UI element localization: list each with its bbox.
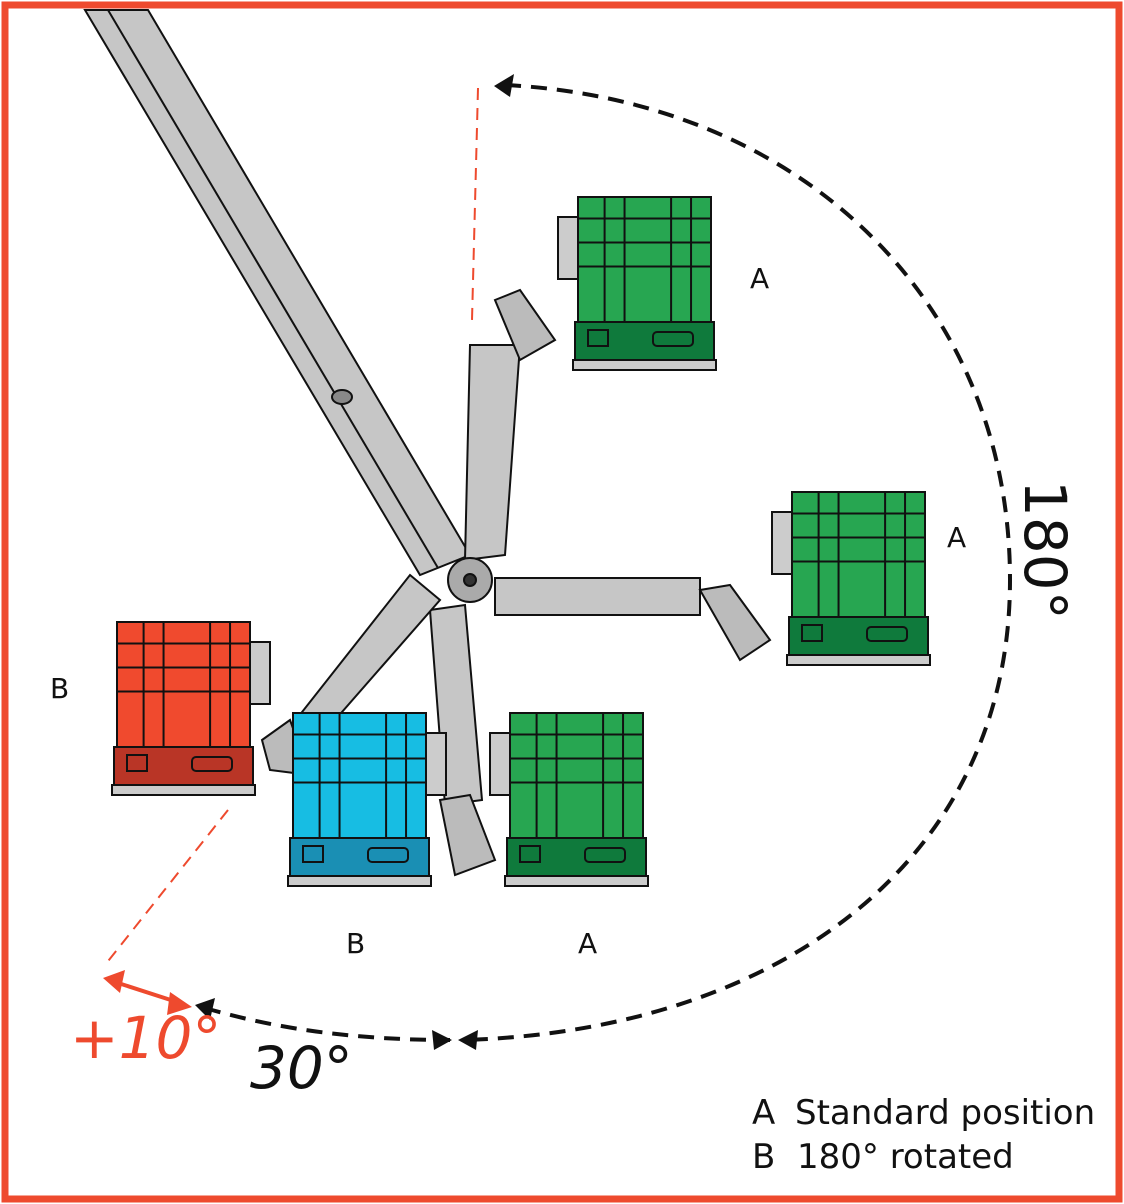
platform-b-left (111, 621, 271, 796)
label-a-top: A (750, 262, 769, 295)
label-b-bottom: B (346, 927, 365, 960)
main-boom (83, 9, 472, 577)
arrowhead-icon (432, 1030, 452, 1050)
platform-a-bottom (489, 712, 649, 887)
angle-30-label: 30° (250, 1034, 353, 1102)
platform-a-right (771, 491, 931, 666)
arrowhead-icon (458, 1030, 478, 1050)
legend: A Standard position B 180° rotated (752, 1093, 1095, 1177)
legend-a-key: A (752, 1093, 775, 1133)
legend-b-key: B (752, 1137, 775, 1177)
angle-180-label: 180° (1011, 480, 1079, 620)
arrowheads (195, 74, 514, 1050)
legend-b-text: 180° rotated (797, 1137, 1014, 1177)
platform-b-bottom (287, 712, 447, 887)
angle-extra-label: +10° (70, 1004, 221, 1072)
arrowhead-icon (195, 998, 215, 1020)
rotation-arc-180 (464, 83, 1013, 1042)
arrowhead-icon (494, 74, 514, 97)
label-b-left: B (50, 672, 69, 705)
label-a-right: A (947, 521, 966, 554)
platform-a-top (557, 196, 717, 371)
legend-a-text: Standard position (795, 1093, 1095, 1133)
rotation-arc-30 (204, 1006, 451, 1042)
label-a-bottom: A (578, 927, 597, 960)
reference-lines (104, 87, 479, 966)
extra-rotation-arrow (103, 970, 192, 1015)
